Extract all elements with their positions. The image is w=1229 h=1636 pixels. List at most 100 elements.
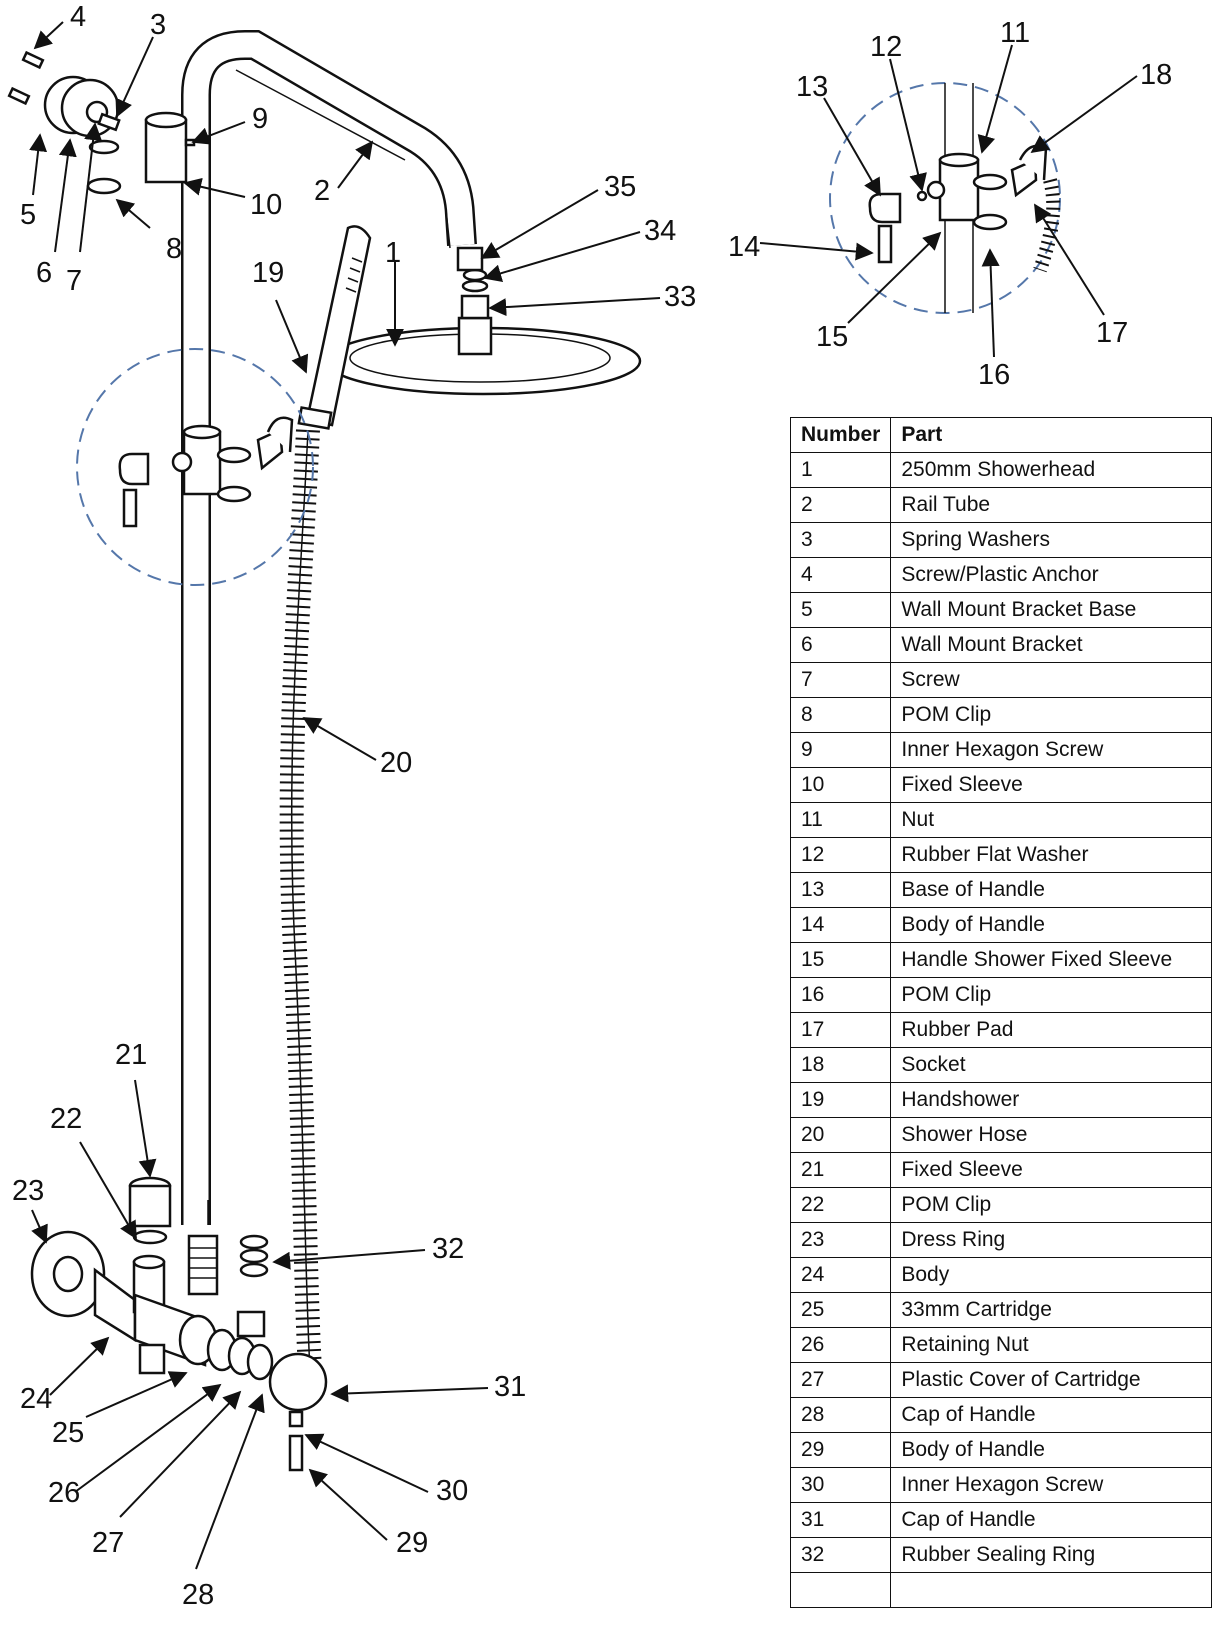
wall-bracket-assembly <box>7 50 196 195</box>
part-number-cell: 4 <box>789 557 892 593</box>
callout-6: 6 <box>36 257 52 289</box>
callout-21: 21 <box>115 1039 147 1071</box>
callout-2: 2 <box>314 175 330 207</box>
part-number-cell: 12 <box>789 837 892 873</box>
part-number-cell: 24 <box>789 1257 892 1293</box>
part-number-cell: 22 <box>789 1187 892 1223</box>
table-row <box>789 1572 1213 1608</box>
part-number-cell: 25 <box>789 1292 892 1328</box>
part-name-cell: Rubber Flat Washer <box>890 837 1213 873</box>
callout-28: 28 <box>182 1579 214 1611</box>
part-name-cell: Handshower <box>890 1082 1213 1118</box>
column-header-part: Part <box>890 417 1213 453</box>
callout-3: 3 <box>150 9 166 41</box>
part-name-cell: Handle Shower Fixed Sleeve <box>890 942 1213 978</box>
showerhead <box>324 246 642 396</box>
part-name-cell: POM Clip <box>890 977 1213 1013</box>
part-name-cell: POM Clip <box>890 697 1213 733</box>
callout-20: 20 <box>380 747 412 779</box>
part-number-cell: 10 <box>789 767 892 803</box>
part-name-cell: Inner Hexagon Screw <box>890 732 1213 768</box>
detail-inset-right <box>829 82 1061 314</box>
callout-22: 22 <box>50 1103 82 1135</box>
callout-13: 13 <box>796 71 828 103</box>
part-number-cell: 20 <box>789 1117 892 1153</box>
shower-hose <box>279 429 322 1371</box>
part-number-cell: 8 <box>789 697 892 733</box>
part-number-cell: 9 <box>789 732 892 768</box>
part-name-cell: Inner Hexagon Screw <box>890 1467 1213 1503</box>
callout-14: 14 <box>728 231 760 263</box>
callout-16: 16 <box>978 359 1010 391</box>
part-name-cell: Retaining Nut <box>890 1327 1213 1363</box>
part-name-cell: Body <box>890 1257 1213 1293</box>
callout-labels: 1 2 3 4 5 6 7 8 9 10 11 12 13 14 15 16 1… <box>12 1 1172 1611</box>
callout-18: 18 <box>1140 59 1172 91</box>
part-name-cell: Plastic Cover of Cartridge <box>890 1362 1213 1398</box>
part-name-cell: Dress Ring <box>890 1222 1213 1258</box>
part-name-cell: POM Clip <box>890 1187 1213 1223</box>
part-name-cell: Socket <box>890 1047 1213 1083</box>
part-number-cell: 21 <box>789 1152 892 1188</box>
part-name-cell: Screw <box>890 662 1213 698</box>
mixer-valve-assembly <box>30 1176 328 1472</box>
part-number-cell: 1 <box>789 452 892 488</box>
callout-30: 30 <box>436 1475 468 1507</box>
callout-35: 35 <box>604 171 636 203</box>
part-number-cell: 16 <box>789 977 892 1013</box>
part-name-cell: Body of Handle <box>890 907 1213 943</box>
part-name-cell: Body of Handle <box>890 1432 1213 1468</box>
callout-7: 7 <box>66 265 82 297</box>
part-name-cell: Wall Mount Bracket <box>890 627 1213 663</box>
callout-1: 1 <box>385 237 401 269</box>
part-number-cell: 7 <box>789 662 892 698</box>
part-name-cell: Cap of Handle <box>890 1502 1213 1538</box>
part-number-cell: 30 <box>789 1467 892 1503</box>
callout-15: 15 <box>816 321 848 353</box>
part-number-cell: 27 <box>789 1362 892 1398</box>
part-name-cell: 33mm Cartridge <box>890 1292 1213 1328</box>
part-number-cell: 13 <box>789 872 892 908</box>
part-number-cell: 5 <box>789 592 892 628</box>
part-name-cell: Cap of Handle <box>890 1397 1213 1433</box>
callout-34: 34 <box>644 215 676 247</box>
callout-24: 24 <box>20 1383 52 1415</box>
callout-17: 17 <box>1096 317 1128 349</box>
part-number-cell: 26 <box>789 1327 892 1363</box>
part-name-cell: Rubber Pad <box>890 1012 1213 1048</box>
part-number-cell: 31 <box>789 1502 892 1538</box>
callout-27: 27 <box>92 1527 124 1559</box>
callout-25: 25 <box>52 1417 84 1449</box>
callout-8: 8 <box>166 233 182 265</box>
callout-32: 32 <box>432 1233 464 1265</box>
callout-23: 23 <box>12 1175 44 1207</box>
part-name-cell: Base of Handle <box>890 872 1213 908</box>
part-name-cell: Spring Washers <box>890 522 1213 558</box>
